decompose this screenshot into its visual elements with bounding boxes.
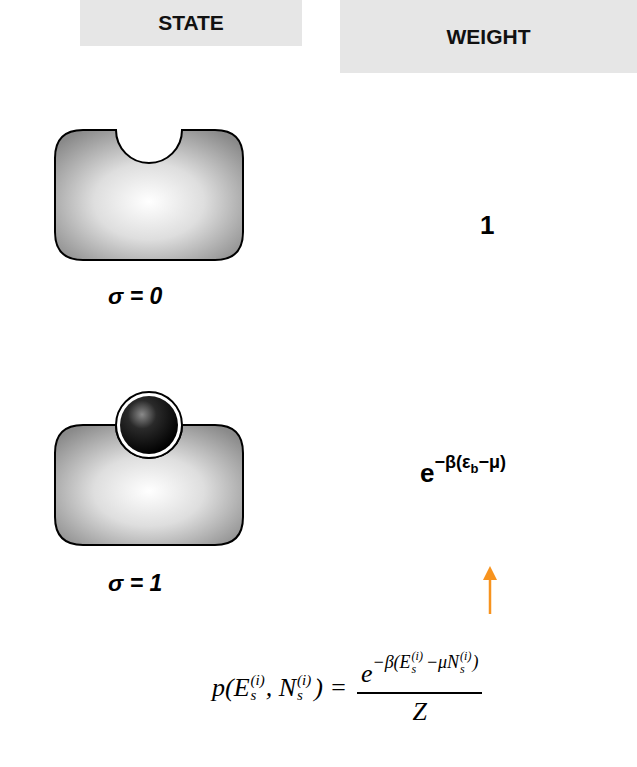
empty-receptor <box>55 130 243 260</box>
header-text: STATE <box>158 11 224 35</box>
subscript: s <box>251 688 265 704</box>
weight-base: e <box>420 458 434 488</box>
superscript: (i) <box>460 650 471 663</box>
state-label: σ = 0 <box>108 283 162 310</box>
formula-lhs: p(E(i)s, N(i)s) = <box>212 673 347 705</box>
formula-part: ) = <box>314 673 347 703</box>
weight-exponent: −β(εb−μ) <box>434 452 506 472</box>
partition-function: Z <box>412 697 426 726</box>
probability-formula: p(E(i)s, N(i)s) =e−β(E(i)s−μN(i)s)Z <box>212 650 482 727</box>
fraction-bar <box>357 692 483 694</box>
weight-expression: e−β(εb−μ) <box>420 452 506 489</box>
subscript: b <box>471 461 479 476</box>
exponent-part: −μ) <box>478 452 506 472</box>
subscript: s <box>297 688 311 704</box>
denominator: Z <box>412 694 426 727</box>
formula-part: , N <box>266 673 296 703</box>
superscript: (i) <box>297 673 311 689</box>
weight-value: 1 <box>480 210 494 241</box>
formula-part: ) <box>472 652 478 673</box>
header-text: WEIGHT <box>447 25 531 49</box>
column-header: STATE <box>80 0 302 46</box>
numerator: e−β(E(i)s−μN(i)s) <box>357 650 483 692</box>
subscript: s <box>412 663 423 676</box>
superscript: (i) <box>412 650 423 663</box>
state-label: σ = 1 <box>108 570 162 597</box>
column-header: WEIGHT <box>340 0 637 73</box>
index-stack: (i)s <box>460 650 471 675</box>
subscript: s <box>460 663 471 676</box>
ligand-ball <box>120 396 178 454</box>
pointer-arrow <box>489 578 492 614</box>
superscript: (i) <box>251 673 265 689</box>
formula-part: −μN <box>426 652 459 673</box>
index-stack: (i)s <box>251 673 265 705</box>
index-stack: (i)s <box>297 673 311 705</box>
ligand-ring <box>116 392 182 458</box>
formula-part: −β(E <box>372 652 410 673</box>
formula-part: p(E <box>212 673 250 703</box>
numerator-exponent: −β(E(i)s−μN(i)s) <box>372 650 478 675</box>
exponent-part: −β(ε <box>434 452 470 472</box>
pointer-arrowhead <box>483 566 497 580</box>
index-stack: (i)s <box>412 650 423 675</box>
exponential-base: e <box>361 659 373 689</box>
fraction: e−β(E(i)s−μN(i)s)Z <box>357 650 483 727</box>
